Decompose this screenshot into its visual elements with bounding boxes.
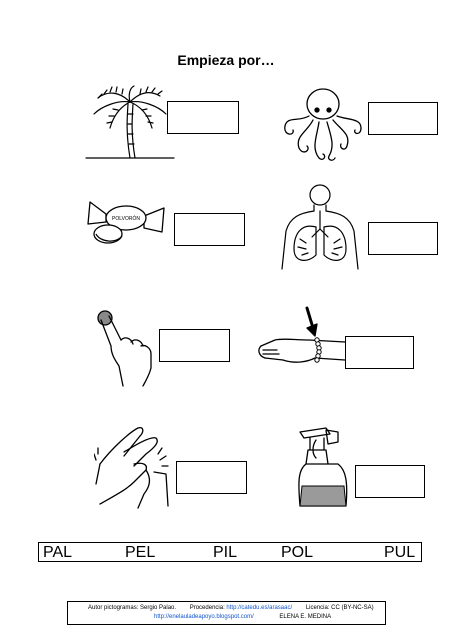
syllable-pol: POL [281,544,314,561]
syllable-pil: PIL [213,544,238,561]
candy-label: POLVORÓN [112,215,140,222]
octopus-picture [284,88,362,161]
pointing-finger-picture [97,310,152,387]
page-title: Empieza por… [177,52,275,68]
source-link[interactable]: http://catedu.es/arasaac/ [226,605,293,611]
answer-box-5[interactable] [159,329,230,362]
answer-box-4[interactable] [368,222,438,255]
blog-link[interactable]: http://enelauladeapoyo.blogspot.com/ [154,614,254,620]
syllable-strip: PAL PEL PIL POL PUL [38,542,422,562]
wrist-picture [258,306,346,363]
answer-box-6[interactable] [345,336,414,369]
syllable-pel: PEL [125,544,156,561]
palm-tree-picture [85,85,175,159]
clapping-hands-picture [94,426,169,509]
answer-box-2[interactable] [368,102,438,135]
candy-picture: POLVORÓN [87,201,165,244]
credits-line-2: http://enelauladeapoyo.blogspot.com/ ELE… [154,613,331,622]
credits-footer: Autor pictogramas: Sergio Palao. Procede… [67,601,386,625]
lungs-picture [281,184,359,270]
syllable-pal: PAL [43,544,73,561]
answer-box-8[interactable] [355,465,425,498]
answer-box-1[interactable] [167,101,239,134]
answer-box-3[interactable] [174,213,245,246]
author-credit: Autor pictogramas: Sergio Palao. [88,605,177,611]
answer-box-7[interactable] [176,461,247,494]
credits-line-1: Autor pictogramas: Sergio Palao. Procede… [88,604,374,613]
syllable-pul: PUL [384,544,416,561]
author2-credit: ELENA E. MEDINA [279,614,332,620]
spray-bottle-picture [298,427,348,507]
source-label: Procedencia: [189,605,225,611]
license-text: Licencia: CC (BY-NC-SA) [305,605,374,611]
